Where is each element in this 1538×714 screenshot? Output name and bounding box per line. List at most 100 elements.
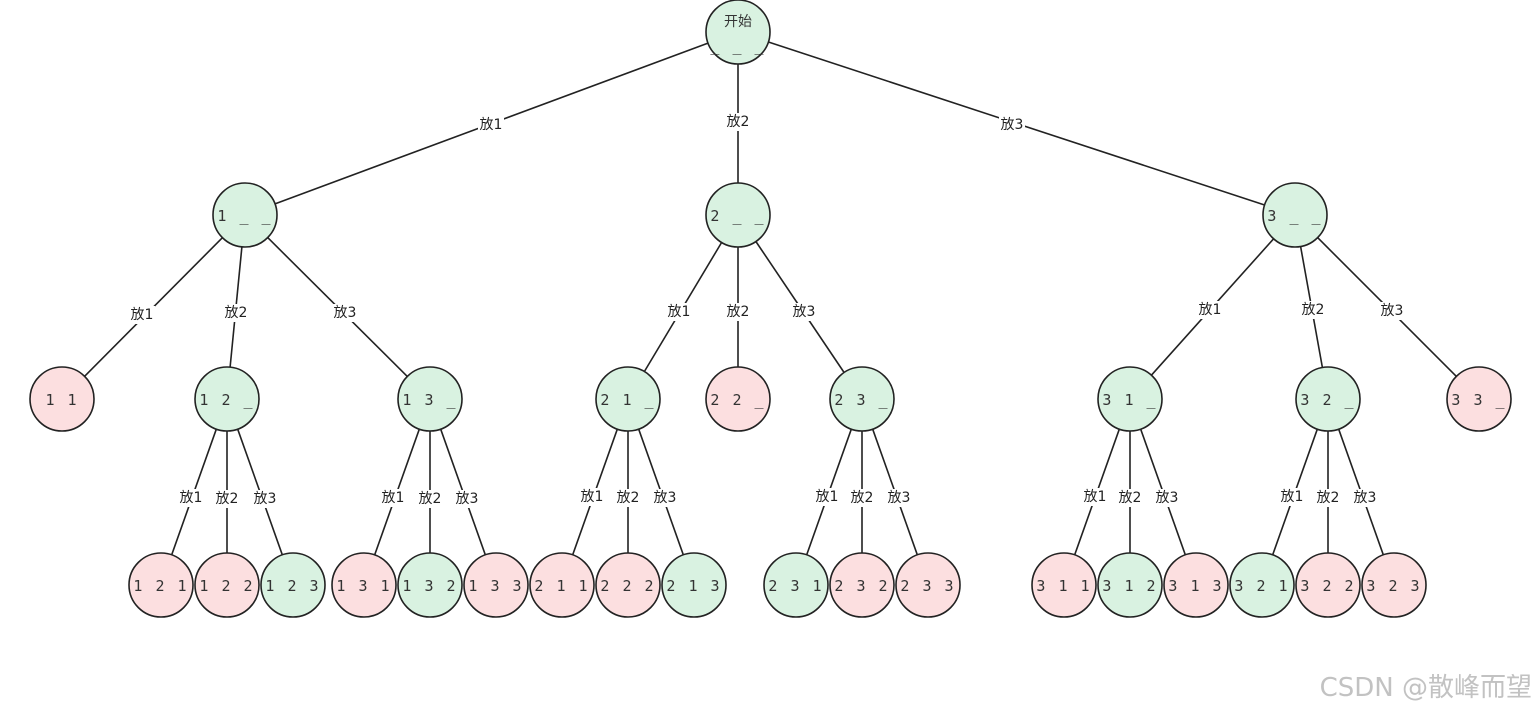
edge-label-root-2: 放2 [727, 114, 750, 130]
node-312: 3 1 2 [1097, 552, 1163, 618]
node-13: 1 3 _ [397, 366, 463, 432]
edge-label-bg [223, 304, 249, 322]
node-321-label: 3 2 1 [1234, 577, 1289, 595]
node-33-circle [1446, 366, 1512, 432]
edge-label-bg [666, 303, 692, 321]
node-root: 开始_ _ _ [705, 0, 771, 65]
edge-label-32-322: 放2 [1317, 490, 1340, 506]
edge-label-bg [999, 116, 1025, 134]
node-232-circle [829, 552, 895, 618]
node-123-circle [260, 552, 326, 618]
node-33-label: 3 3 _ [1451, 391, 1506, 409]
node-231-label: 2 3 1 [768, 577, 823, 595]
node-11-label: 1 1 [45, 391, 78, 409]
node-322: 3 2 2 [1295, 552, 1361, 618]
edge-label-3-33: 放3 [1381, 303, 1404, 319]
node-133-circle [463, 552, 529, 618]
node-132: 1 3 2 [397, 552, 463, 618]
edge-label-bg [1154, 489, 1180, 507]
edge-label-23-232: 放2 [851, 490, 874, 506]
edge-label-bg [1379, 302, 1405, 320]
node-322-circle [1295, 552, 1361, 618]
edge-label-23-231: 放1 [816, 489, 839, 505]
node-311-label: 3 1 1 [1036, 577, 1091, 595]
node-121-circle [128, 552, 194, 618]
edge-label-bg [454, 490, 480, 508]
node-23-label: 2 3 _ [834, 391, 889, 409]
node-31-label: 3 1 _ [1102, 391, 1157, 409]
node-11: 1 1 [29, 366, 95, 432]
node-211-label: 2 1 1 [534, 577, 589, 595]
node-12: 1 2 _ [194, 366, 260, 432]
edge-label-bg [652, 489, 678, 507]
edge-label-bg [791, 303, 817, 321]
node-2-label: 2 _ _ [710, 207, 765, 225]
node-1: 1 _ _ [212, 182, 278, 248]
node-222-label: 2 2 2 [600, 577, 655, 595]
edge-label-2-23: 放3 [793, 304, 816, 320]
node-211: 2 1 1 [529, 552, 595, 618]
edge-label-12-121: 放1 [180, 490, 203, 506]
node-23: 2 3 _ [829, 366, 895, 432]
node-121: 1 2 1 [128, 552, 194, 618]
node-22-label: 2 2 _ [710, 391, 765, 409]
edge-label-2-22: 放2 [727, 304, 750, 320]
node-232: 2 3 2 [829, 552, 895, 618]
node-3-label: 3 _ _ [1267, 207, 1322, 225]
node-33: 3 3 _ [1446, 366, 1512, 432]
edge-label-12-122: 放2 [216, 491, 239, 507]
edge-label-1-11: 放1 [131, 307, 154, 323]
edge-label-bg [1197, 301, 1223, 319]
edge-label-13-131: 放1 [382, 490, 405, 506]
edge-label-32-323: 放3 [1354, 490, 1377, 506]
node-123: 1 2 3 [260, 552, 326, 618]
node-311-circle [1031, 552, 1097, 618]
node-213: 2 1 3 [661, 552, 727, 618]
node-32-circle [1295, 366, 1361, 432]
node-2: 2 _ _ [705, 182, 771, 248]
node-13-circle [397, 366, 463, 432]
node-22: 2 2 _ [705, 366, 771, 432]
edge-label-bg [1082, 488, 1108, 506]
node-root-value: _ _ _ [710, 37, 765, 55]
node-132-circle [397, 552, 463, 618]
node-323: 3 2 3 [1361, 552, 1427, 618]
edge-label-bg [1117, 489, 1143, 507]
edge-label-bg [332, 304, 358, 322]
node-122: 1 2 2 [194, 552, 260, 618]
node-22-circle [705, 366, 771, 432]
node-323-label: 3 2 3 [1366, 577, 1421, 595]
node-21-label: 2 1 _ [600, 391, 655, 409]
node-3: 3 _ _ [1262, 182, 1328, 248]
edge-label-bg [579, 488, 605, 506]
node-321: 3 2 1 [1229, 552, 1295, 618]
node-122-label: 1 2 2 [199, 577, 254, 595]
edge-label-bg [380, 489, 406, 507]
node-211-circle [529, 552, 595, 618]
node-311: 3 1 1 [1031, 552, 1097, 618]
node-1-circle [212, 182, 278, 248]
node-12-circle [194, 366, 260, 432]
edge-label-12-123: 放3 [254, 491, 277, 507]
edge-label-21-213: 放3 [654, 490, 677, 506]
node-12-label: 1 2 _ [199, 391, 254, 409]
node-31-circle [1097, 366, 1163, 432]
edge-label-13-132: 放2 [419, 491, 442, 507]
node-313-circle [1163, 552, 1229, 618]
edge-label-bg [1300, 301, 1326, 319]
node-313: 3 1 3 [1163, 552, 1229, 618]
node-222-circle [595, 552, 661, 618]
nodes-layer: 开始_ _ _ 1 _ _ 2 _ _ 3 _ _ 1 1 1 2 _ 1 3 _ 2 1 _… [29, 0, 1512, 618]
edge-label-21-222: 放2 [617, 490, 640, 506]
node-321-circle [1229, 552, 1295, 618]
node-3-circle [1262, 182, 1328, 248]
node-21-circle [595, 366, 661, 432]
edge-label-31-311: 放1 [1084, 489, 1107, 505]
node-232-label: 2 3 2 [834, 577, 889, 595]
edge-label-21-211: 放1 [581, 489, 604, 505]
edge-label-bg [214, 490, 240, 508]
edge-label-bg [1352, 489, 1378, 507]
edge-label-root-3: 放3 [1001, 117, 1024, 133]
